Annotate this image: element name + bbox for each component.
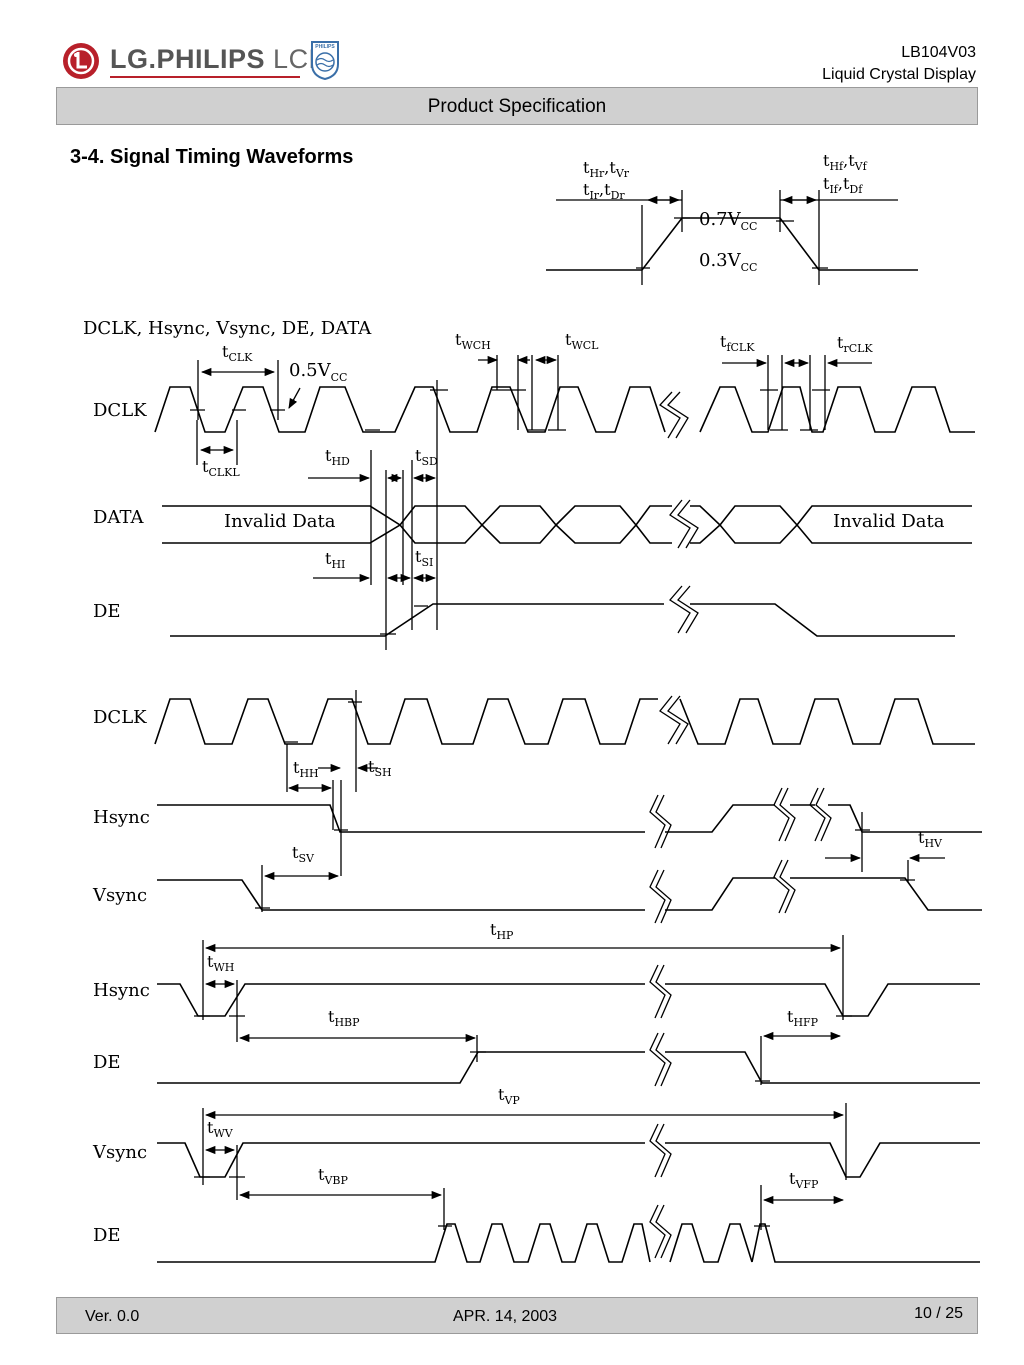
invalid-data-right: Invalid Data	[833, 511, 945, 532]
rise-label-1: tHr,tVr	[583, 158, 630, 180]
model-block: LB104V03 Liquid Crystal Display	[822, 42, 976, 86]
signal-label-de-1: DE	[93, 601, 121, 622]
twch-label: tWCH	[455, 330, 491, 352]
doc-title: Product Specification	[427, 96, 607, 117]
thfp-label: tHFP	[787, 1007, 819, 1029]
footer-version: Ver. 0.0	[85, 1308, 140, 1325]
signal-label-hsync-2: Hsync	[93, 980, 150, 1001]
signal-label-vsync-1: Vsync	[92, 885, 147, 906]
twh-label: tWH	[207, 952, 234, 974]
dclk-1-markers	[196, 355, 826, 465]
dclk-2-waveform	[154, 695, 975, 745]
de-3-waveform	[157, 1204, 980, 1263]
tsv-label: tSV	[292, 843, 315, 865]
signal-label-data: DATA	[93, 507, 144, 528]
data-waveform	[162, 499, 972, 549]
rise-fall-inset: tHr,tVr tIr,tDr tHf,tVf tIf,tDf 0.7VCC 0…	[546, 151, 918, 285]
footer-date: APR. 14, 2003	[453, 1308, 558, 1325]
group-label: DCLK, Hsync, Vsync, DE, DATA	[83, 318, 372, 339]
twv-label: tWV	[207, 1118, 234, 1140]
footer-bar: Ver. 0.0 APR. 14, 2003 10 / 25	[56, 1297, 978, 1334]
rise-label-2: tIr,tDr	[583, 180, 625, 202]
lg-philips-logo: LG.PHILIPS LCD PHILIPS	[62, 40, 352, 82]
tvp-label: tVP	[498, 1085, 520, 1107]
vsync-2-waveform	[157, 1123, 980, 1178]
v03-label: 0.3VCC	[699, 250, 757, 274]
tclkl-label: tCLKL	[202, 457, 240, 479]
model-number: LB104V03	[901, 44, 976, 61]
v05-label: 0.5VCC	[289, 360, 347, 384]
section-title: 3-4. Signal Timing Waveforms	[70, 146, 354, 168]
tsh-label: tSH	[368, 757, 392, 779]
signal-label-hsync-1: Hsync	[93, 807, 150, 828]
doc-title-bar: Product Specification	[56, 87, 978, 125]
v07-label: 0.7VCC	[699, 209, 757, 233]
signal-label-de-2: DE	[93, 1052, 121, 1073]
hsync-1-waveform	[157, 787, 982, 849]
signal-label-de-3: DE	[93, 1225, 121, 1246]
lg-logo-icon	[63, 43, 99, 79]
signal-label-dclk-2: DCLK	[93, 707, 147, 728]
hp-markers	[202, 935, 844, 1085]
dclk-2-markers	[286, 690, 357, 876]
tsi-label: tSI	[415, 547, 433, 569]
signal-label-dclk-1: DCLK	[93, 400, 147, 421]
logo-underline	[110, 76, 300, 78]
trclk-label: trCLK	[837, 333, 873, 355]
brand-main: LG.PHILIPS	[110, 44, 266, 74]
tclk-label: tCLK	[222, 342, 253, 364]
philips-badge-text: PHILIPS	[315, 44, 335, 50]
twcl-label: tWCL	[565, 330, 599, 352]
fall-label-1: tHf,tVf	[823, 151, 868, 173]
tsd-label: tSD	[415, 446, 438, 468]
product-type: Liquid Crystal Display	[822, 66, 976, 83]
vsync-1-markers	[261, 860, 909, 912]
vp-markers	[202, 1103, 847, 1230]
de-2-waveform	[157, 1032, 980, 1087]
tvfp-label: tVFP	[789, 1169, 819, 1191]
fall-label-2: tIf,tDf	[823, 174, 863, 196]
tfclk-label: tfCLK	[720, 332, 755, 354]
vsync-1-waveform	[157, 859, 982, 924]
invalid-data-left: Invalid Data	[224, 511, 336, 532]
signal-label-vsync-2: Vsync	[92, 1142, 147, 1163]
de-1-waveform	[170, 585, 955, 637]
thbp-label: tHBP	[328, 1007, 360, 1029]
thv-label: tHV	[918, 828, 943, 850]
footer-page: 10 / 25	[914, 1305, 963, 1322]
thd-label: tHD	[325, 446, 350, 468]
thi-label: tHI	[325, 549, 345, 571]
philips-shield-icon: PHILIPS	[311, 41, 339, 80]
thp-label: tHP	[490, 920, 514, 942]
hsync-2-waveform	[157, 964, 980, 1019]
thh-label: tHH	[293, 758, 319, 780]
v05-pointer	[288, 387, 301, 409]
setup-hold-markers	[370, 380, 438, 650]
tvbp-label: tVBP	[318, 1165, 348, 1187]
